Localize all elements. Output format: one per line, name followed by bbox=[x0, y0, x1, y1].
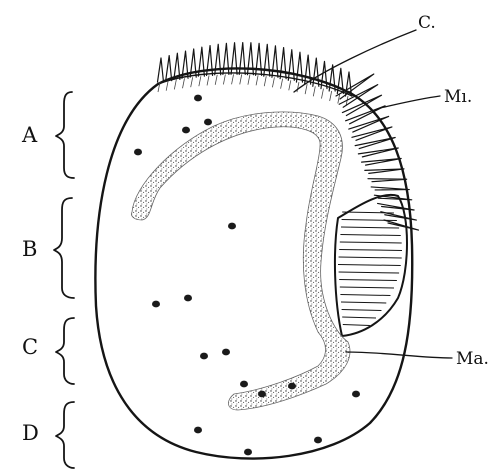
section-label-c: C bbox=[22, 335, 38, 359]
cilium bbox=[272, 46, 278, 78]
granule bbox=[244, 449, 252, 456]
bracket-c bbox=[56, 318, 74, 384]
membranelle bbox=[355, 138, 395, 149]
granule bbox=[194, 95, 202, 102]
label-cilia: C. bbox=[418, 13, 436, 33]
cilium-root bbox=[174, 79, 176, 89]
granule bbox=[204, 119, 212, 126]
granule bbox=[194, 427, 202, 434]
membranelle bbox=[352, 127, 392, 140]
cilium bbox=[158, 58, 164, 82]
section-label-a: A bbox=[21, 123, 38, 147]
cilium bbox=[288, 50, 294, 81]
striation-line bbox=[342, 220, 397, 221]
cilium-root bbox=[207, 75, 209, 85]
membranelles bbox=[336, 74, 418, 230]
bracket-d bbox=[56, 402, 74, 468]
striation-line bbox=[342, 212, 394, 213]
membranelle bbox=[362, 158, 402, 165]
label-macronucleus: Ma. bbox=[456, 349, 489, 369]
cilium bbox=[313, 58, 319, 86]
membranelle bbox=[358, 148, 398, 157]
oral-groove-striations bbox=[338, 212, 402, 326]
striation-line bbox=[339, 272, 400, 273]
label-membranelles: Mı. bbox=[444, 87, 472, 107]
bracket-b bbox=[54, 198, 74, 298]
cilium bbox=[256, 43, 262, 75]
cilium-root bbox=[223, 74, 225, 84]
cilium-root bbox=[321, 89, 323, 99]
granule bbox=[228, 223, 236, 230]
cilium-root bbox=[305, 84, 307, 94]
cilium bbox=[264, 44, 270, 76]
cilium-root bbox=[297, 82, 299, 92]
cilium-root bbox=[330, 91, 332, 101]
cilium bbox=[280, 48, 286, 79]
cilium-root bbox=[166, 81, 168, 91]
cilium-root bbox=[183, 78, 185, 88]
cilium bbox=[321, 61, 327, 88]
cilium-root bbox=[232, 74, 234, 84]
striation-line bbox=[343, 325, 370, 326]
striation-line bbox=[341, 302, 386, 303]
cilium-root bbox=[281, 79, 283, 89]
membranelle bbox=[371, 187, 409, 190]
pointer-line-membranelles bbox=[380, 96, 440, 108]
striation-line bbox=[342, 317, 376, 318]
granule bbox=[152, 301, 160, 308]
striation-line bbox=[340, 295, 390, 296]
cilium-root bbox=[191, 77, 193, 87]
granule bbox=[222, 349, 230, 356]
pointer-line-macronucleus bbox=[346, 352, 452, 358]
section-label-d: D bbox=[22, 421, 39, 445]
membranelle bbox=[368, 179, 407, 182]
cilium bbox=[305, 55, 311, 84]
striation-line bbox=[340, 287, 394, 288]
granule bbox=[352, 391, 360, 398]
striation-line bbox=[339, 257, 402, 258]
cilium-root bbox=[215, 75, 217, 85]
granule bbox=[134, 149, 142, 156]
membranelle bbox=[342, 95, 381, 115]
granule bbox=[200, 353, 208, 360]
striation-line bbox=[342, 310, 382, 311]
cilium-root bbox=[248, 75, 250, 85]
bracket-a bbox=[56, 92, 74, 178]
cilium-root bbox=[289, 80, 291, 90]
cilium-root bbox=[272, 77, 274, 87]
cilium-root bbox=[240, 74, 242, 84]
cilium bbox=[247, 43, 253, 75]
granule bbox=[314, 437, 322, 444]
cilium bbox=[166, 56, 172, 81]
striation-line bbox=[339, 250, 402, 251]
cilium-root bbox=[313, 86, 315, 96]
striation-line bbox=[339, 280, 397, 281]
cilium-root bbox=[264, 76, 266, 86]
striation-line bbox=[338, 265, 401, 266]
cilium bbox=[296, 52, 302, 82]
granule bbox=[182, 127, 190, 134]
macronucleus-upper-limb bbox=[131, 112, 349, 410]
section-label-b: B bbox=[22, 237, 37, 261]
granule bbox=[240, 381, 248, 388]
striation-line bbox=[340, 235, 400, 236]
granule bbox=[184, 295, 192, 302]
cilium-root bbox=[256, 75, 258, 85]
granule bbox=[258, 391, 266, 398]
membranelle bbox=[384, 220, 418, 230]
membranelle bbox=[365, 169, 404, 173]
striation-line bbox=[341, 227, 399, 228]
striation-line bbox=[340, 242, 402, 243]
cilium-root bbox=[199, 76, 201, 86]
granule bbox=[288, 383, 296, 390]
cilium bbox=[337, 68, 343, 93]
